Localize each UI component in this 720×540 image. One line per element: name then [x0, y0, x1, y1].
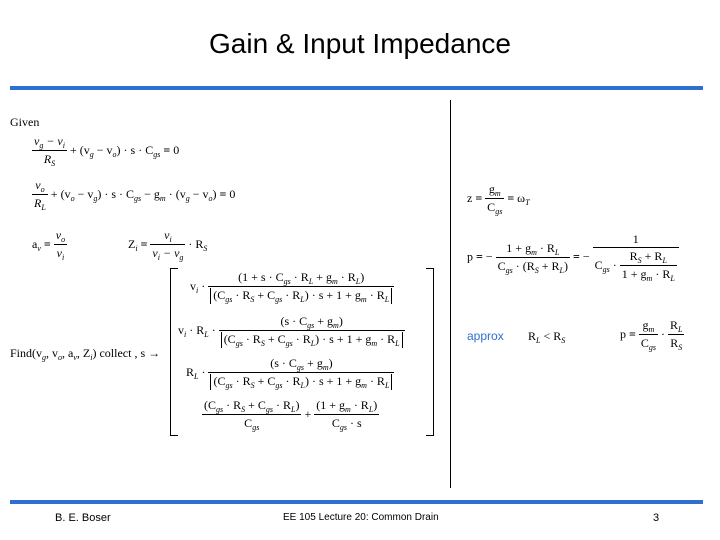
slide-title: Gain & Input Impedance	[209, 28, 511, 59]
title-rule	[10, 86, 703, 90]
result-matrix	[170, 268, 434, 436]
footer-rule	[10, 500, 703, 504]
matrix-row-av: RL · (s · Cgs + gm)(Cgs · RS + Cgs · RL)…	[186, 356, 395, 390]
footer-course: EE 105 Lecture 20: Common Drain	[283, 512, 439, 523]
find-command: Find(vg, vo, av, Zi) collect , s →	[10, 346, 161, 362]
footer-author: B. E. Boser	[55, 512, 111, 524]
column-divider	[450, 100, 451, 488]
approx-condition: RL < RS	[528, 329, 566, 345]
matrix-row-zi: (Cgs · RS + Cgs · RL)Cgs + (1 + gm · RL)…	[202, 398, 380, 432]
approx-label: approx	[467, 329, 504, 343]
matrix-row-vo: vi · RL · (s · Cgs + gm)(Cgs · RS + Cgs …	[178, 314, 405, 348]
page-number: 3	[653, 512, 660, 524]
matrix-row-vg: vi · (1 + s · Cgs · RL + gm · RL)(Cgs · …	[190, 270, 395, 304]
given-label: Given	[10, 115, 40, 129]
